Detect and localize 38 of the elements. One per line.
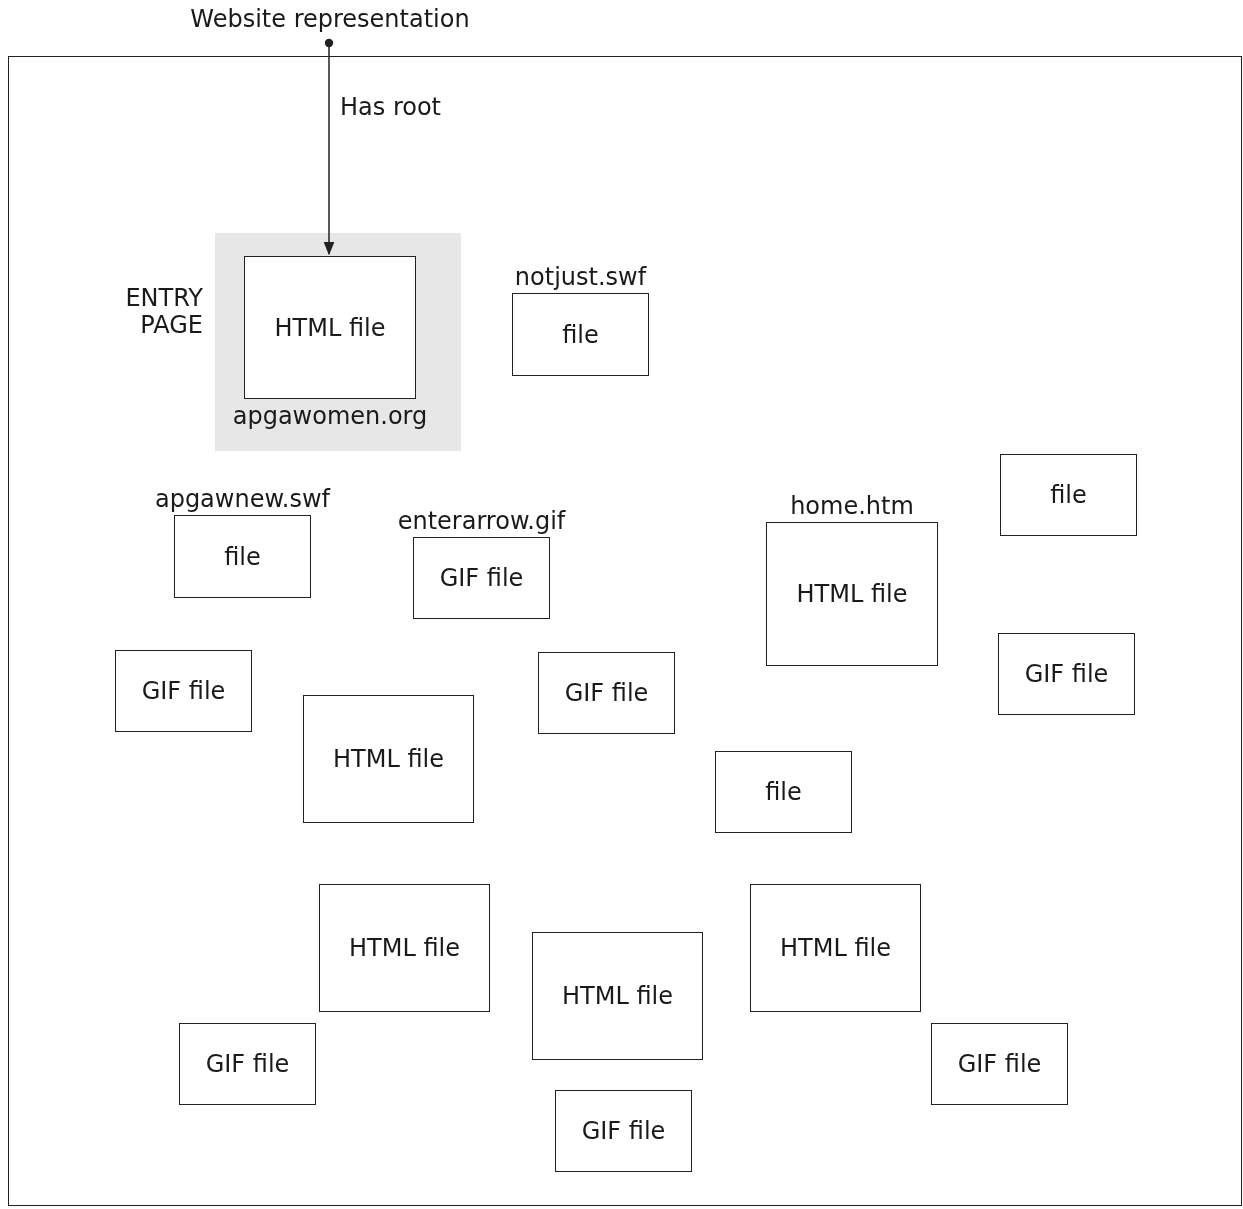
group-label: ENTRY PAGE — [124, 285, 203, 339]
diagram-frame — [8, 56, 1242, 1206]
file-box — [303, 695, 474, 823]
file-name-label: apgawomen.org — [231, 402, 429, 430]
file-name-label: enterarrow.gif — [396, 507, 567, 535]
node-label: HTML file — [349, 934, 460, 962]
file-box — [931, 1023, 1068, 1105]
node-label: GIF file — [1024, 660, 1109, 688]
node-label: GIF file — [439, 564, 524, 592]
file-box — [532, 932, 703, 1060]
file-box — [179, 1023, 316, 1105]
node-label: GIF file — [141, 677, 226, 705]
node-label: GIF file — [205, 1050, 290, 1078]
node-label: file — [224, 542, 261, 571]
file-box — [1000, 454, 1137, 536]
node-label: GIF file — [957, 1050, 1042, 1078]
node-label: file — [765, 778, 802, 806]
file-box — [319, 884, 490, 1012]
file-box — [538, 652, 675, 734]
node-label: file — [562, 320, 599, 349]
node-label: HTML file — [796, 580, 908, 608]
file-box — [750, 884, 921, 1012]
node-label: HTML file — [562, 982, 673, 1010]
diagram-heading: Website representation — [175, 5, 485, 35]
node-label: HTML file — [780, 934, 891, 962]
node-label: GIF file — [564, 679, 649, 707]
node-label: HTML file — [274, 313, 386, 342]
node-label: file — [1050, 481, 1087, 509]
arrow — [323, 38, 335, 256]
file-name-label: notjust.swf — [513, 263, 648, 291]
file-box — [115, 650, 252, 732]
node-label: GIF file — [581, 1117, 666, 1145]
file-box — [715, 751, 852, 833]
file-box — [555, 1090, 692, 1172]
file-name-label: apgawnew.swf — [153, 485, 332, 513]
node-label: HTML file — [333, 745, 444, 773]
file-name-label: home.htm — [789, 492, 915, 520]
file-box — [998, 633, 1135, 715]
